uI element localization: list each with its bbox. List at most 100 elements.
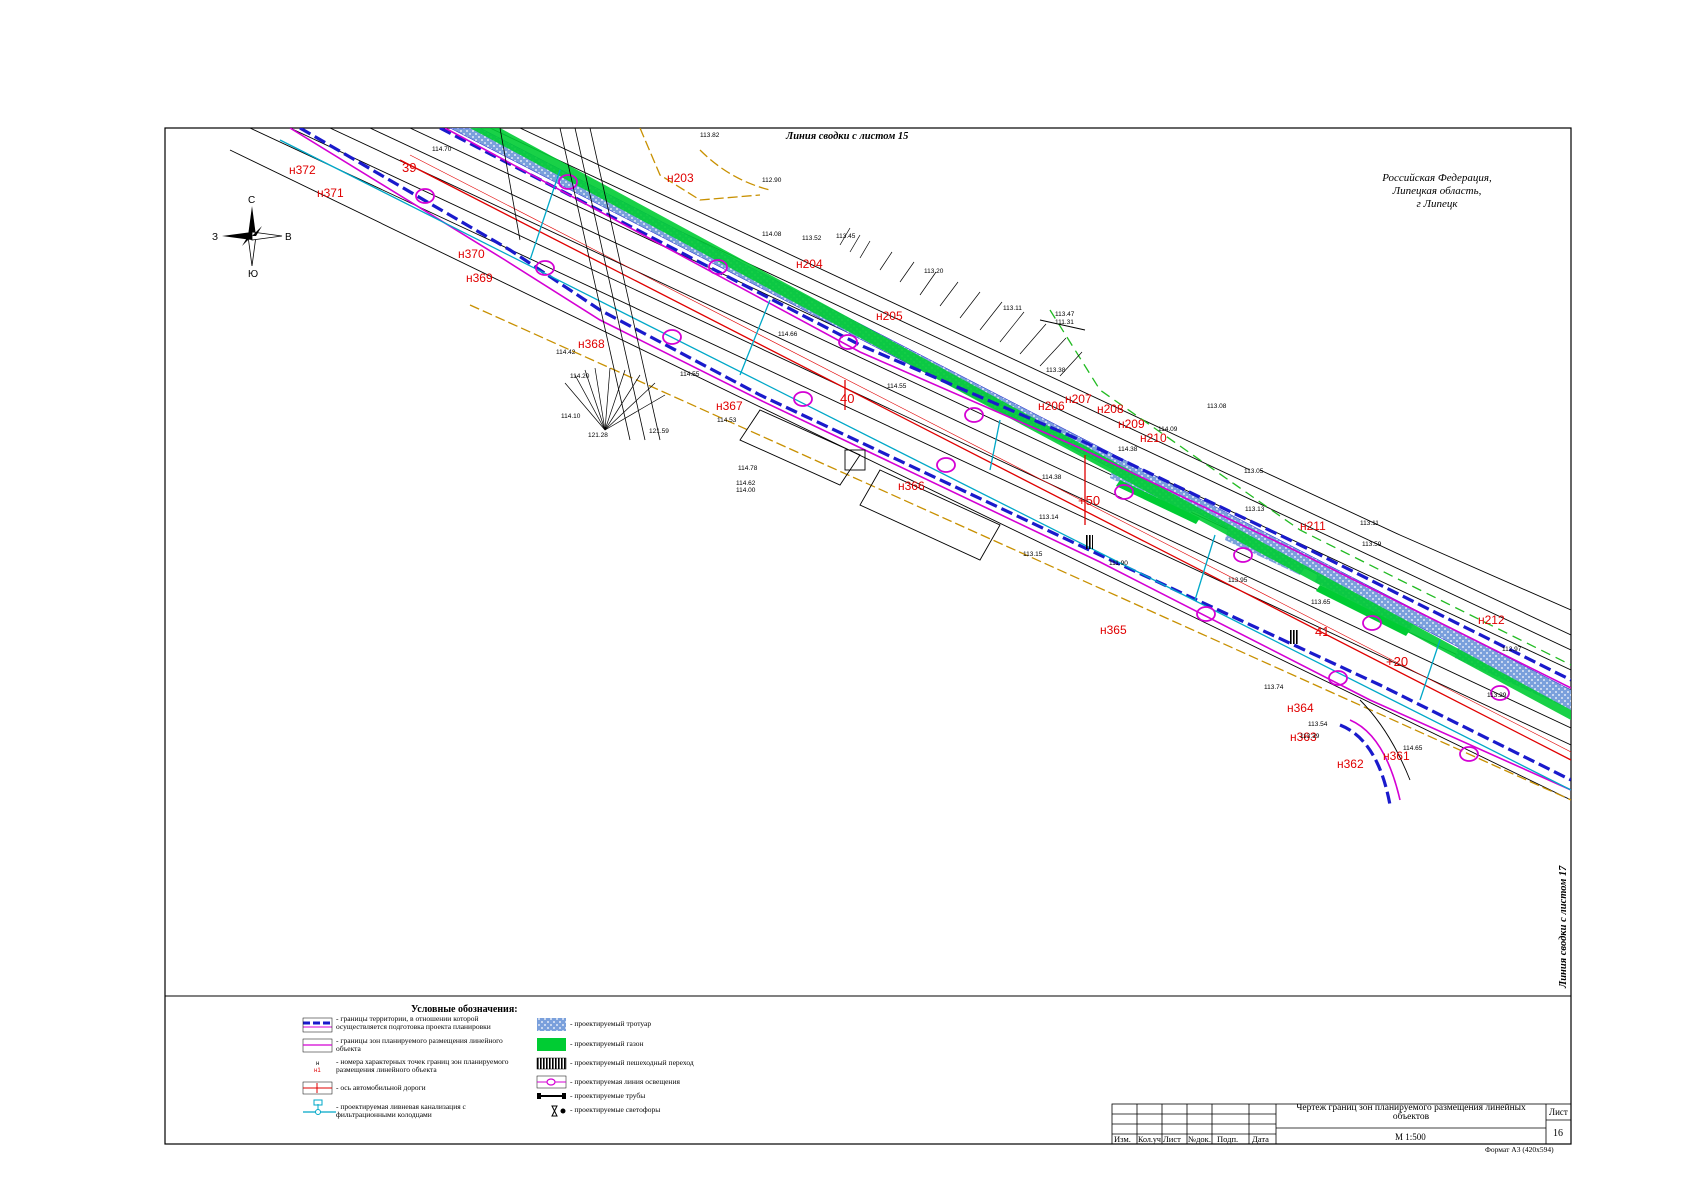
point-label: н367 bbox=[716, 399, 743, 413]
elevation-label: 114.10 bbox=[561, 413, 581, 420]
map-area: н203 н204 н205 н206 н207 н208 н209 н210 … bbox=[229, 128, 1571, 806]
elevation-label: 111.31 bbox=[1055, 319, 1074, 326]
elevation-labels: 114.70 113.82 112.90 114.08 113.52 113.4… bbox=[432, 132, 1522, 752]
point-label: н368 bbox=[578, 337, 605, 351]
territory-border bbox=[299, 128, 1571, 782]
legend-item-lighting: - проектируемая линия освещения bbox=[570, 1078, 680, 1086]
point-label: н208 bbox=[1097, 402, 1124, 416]
tb-col-list: Лист bbox=[1163, 1134, 1181, 1144]
territory-return bbox=[1339, 723, 1392, 806]
elevation-label: 112.90 bbox=[762, 177, 782, 184]
elevation-label: 113.82 bbox=[700, 132, 720, 139]
elevation-label: 113.05 bbox=[1244, 468, 1264, 475]
picket-label: +50 bbox=[1078, 493, 1100, 508]
picket-label: 41 bbox=[1315, 624, 1329, 639]
tb-col-izm: Изм. bbox=[1114, 1134, 1131, 1144]
elevation-label: 114.70 bbox=[432, 146, 452, 153]
point-label: н209 bbox=[1118, 417, 1145, 431]
zone-border bbox=[289, 128, 1571, 791]
elevation-label: 113.52 bbox=[802, 235, 822, 242]
legend-item-lights: - проектируемые светофоры bbox=[570, 1106, 661, 1114]
picket-label: 39 bbox=[402, 160, 416, 175]
elevation-label: 114.62 bbox=[736, 480, 756, 487]
legend-item-points: - номера характерных точек границ зон пл… bbox=[336, 1058, 509, 1074]
fan-hatches bbox=[564, 367, 666, 431]
legend-point-sample: н bbox=[316, 1061, 319, 1067]
scale-label: М 1:500 bbox=[1395, 1132, 1426, 1142]
crossing-markers bbox=[1085, 535, 1298, 644]
point-label: н207 bbox=[1065, 392, 1092, 406]
tb-col-data: Дата bbox=[1252, 1134, 1269, 1144]
legend: Условные обозначения: - границы территор… bbox=[302, 1004, 694, 1119]
elevation-label: 114.55 bbox=[887, 383, 907, 390]
elevation-label: 113.11 bbox=[1003, 305, 1022, 312]
lawn-strips bbox=[470, 128, 1571, 720]
sheet-label: Лист bbox=[1549, 1107, 1568, 1117]
elevation-label: 113.65 bbox=[1311, 599, 1331, 606]
legend-item-lawn: - проектируемый газон bbox=[570, 1040, 644, 1048]
title-block bbox=[1111, 1103, 1572, 1145]
compass-north-label: С bbox=[248, 195, 255, 206]
elevation-label: 113.38 bbox=[1046, 367, 1066, 374]
road-axis bbox=[399, 154, 1571, 761]
point-label: н364 bbox=[1287, 701, 1314, 715]
format-label: Формат А3 (420x594) bbox=[1485, 1145, 1554, 1154]
zone-return bbox=[1349, 719, 1401, 801]
point-label: н361 bbox=[1383, 749, 1410, 763]
elevation-label: 111.90 bbox=[1109, 560, 1128, 567]
elevation-label: 113.45 bbox=[836, 233, 856, 240]
compass-west-arrow bbox=[222, 232, 252, 240]
buildings bbox=[739, 409, 1001, 561]
compass-west-label: З bbox=[212, 232, 218, 243]
point-label: н366 bbox=[898, 479, 925, 493]
elevation-label: 114.09 bbox=[1158, 426, 1178, 433]
elevation-label: 113.11 bbox=[1360, 520, 1379, 527]
green-dashed-line bbox=[1049, 309, 1571, 666]
sheet-frame bbox=[164, 127, 1572, 1145]
elevation-label: 114.78 bbox=[738, 465, 758, 472]
title-block-text: Изм. Кол.уч Лист №док. Подп. Дата Лист 1… bbox=[1114, 1107, 1568, 1154]
pipe-lines bbox=[469, 128, 1571, 801]
location-line: г Липецк bbox=[1416, 198, 1458, 210]
legend-point-sample: н1 bbox=[314, 1068, 321, 1074]
legend-item-axis: - ось автомобильной дороги bbox=[336, 1084, 426, 1092]
point-label: н210 bbox=[1140, 431, 1167, 445]
rail-crossing bbox=[499, 128, 661, 441]
elevation-label: 112.97 bbox=[1502, 646, 1522, 653]
legend-title: Условные обозначения: bbox=[411, 1004, 518, 1015]
elevation-label: 113.47 bbox=[1055, 311, 1075, 318]
point-label: н203 bbox=[667, 171, 694, 185]
point-label: н365 bbox=[1100, 623, 1127, 637]
compass-east-label: В bbox=[285, 232, 292, 243]
elevation-label: 113.39 bbox=[1300, 733, 1320, 740]
elevation-label: 113.74 bbox=[1264, 684, 1284, 691]
location-line: Липецкая область, bbox=[1392, 185, 1482, 197]
elevation-label: 113.08 bbox=[1207, 403, 1227, 410]
elevation-label: 113.20 bbox=[924, 268, 944, 275]
location-line: Российская Федерация, bbox=[1381, 172, 1492, 184]
elevation-label: 114.08 bbox=[762, 231, 782, 238]
point-label: н363 bbox=[1290, 730, 1317, 744]
elevation-label: 113.13 bbox=[1245, 506, 1265, 513]
elevation-label: 113.15 bbox=[1023, 551, 1043, 558]
elevation-label: 114.55 bbox=[680, 371, 700, 378]
compass-north-arrow bbox=[248, 206, 256, 236]
compass-rose: С Ю З В bbox=[212, 195, 292, 280]
drainage-lines bbox=[279, 139, 1571, 791]
elevation-label: 114.66 bbox=[778, 331, 798, 338]
legend-item-pipes: - проектируемые трубы bbox=[570, 1092, 646, 1100]
curb-return bbox=[1359, 699, 1411, 781]
compass-south-arrow bbox=[247, 235, 257, 267]
legend-item-territory: - границы территории, в отношении которо… bbox=[336, 1015, 491, 1031]
sheet-number: 16 bbox=[1553, 1128, 1563, 1139]
point-labels: н203 н204 н205 н206 н207 н208 н209 н210 … bbox=[289, 163, 1505, 771]
point-label: н369 bbox=[466, 271, 493, 285]
point-label: н362 bbox=[1337, 757, 1364, 771]
tb-col-koluch: Кол.уч bbox=[1138, 1135, 1161, 1144]
elevation-label: 114.38 bbox=[1118, 446, 1138, 453]
legend-item-sidewalk: - проектируемый тротуар bbox=[570, 1020, 652, 1028]
tb-col-ndok: №док. bbox=[1188, 1134, 1211, 1144]
picket-label: +20 bbox=[1386, 654, 1408, 669]
point-label: н204 bbox=[796, 257, 823, 271]
